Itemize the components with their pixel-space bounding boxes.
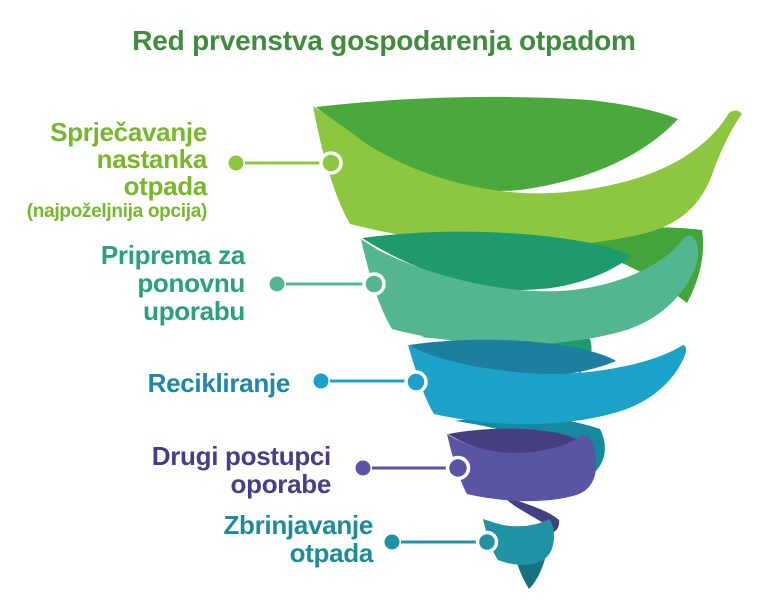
label-prevention-line-1: Sprječavanje [50,117,207,147]
label-prevention-line-2: nastanka [96,144,208,174]
band-recycling-front [408,345,687,425]
label-disposal: Zbrinjavanje otpada [0,511,373,567]
band-reuse-back [362,231,632,290]
connector-recycling [313,370,428,394]
page-title: Red prvenstva gospodarenja otpadom [132,25,636,56]
connector-recovery [355,455,471,481]
label-prevention-note: (najpoželjnija opcija) [26,201,208,222]
label-reuse-line-3: uporabu [143,296,245,326]
label-recycling-line-1: Recikliranje [147,368,291,398]
label-recycling: Recikliranje [0,368,291,398]
connector-recovery-ring [445,455,471,481]
label-recovery: Drugi postupci oporabe [0,441,332,499]
connector-recycling-ring [404,370,428,394]
connector-recycling-dot [313,373,329,389]
band-reuse-front [361,235,699,345]
band-recovery-front [447,434,596,502]
connector-reuse-ring [362,272,386,296]
label-disposal-line-1: Zbrinjavanje [223,510,373,540]
band-disposal-front [483,519,554,565]
connector-reuse [269,272,386,296]
connector-disposal-dot [384,534,400,550]
label-recovery-line-2: oporabe [230,469,332,499]
connector-prevention-dot [228,155,244,171]
label-prevention: Sprječavanje nastanka otpada (najpoželjn… [0,117,208,223]
connector-prevention [228,151,343,175]
label-recovery-line-1: Drugi postupci [151,441,332,471]
label-reuse: Priprema za ponovnu uporabu [0,241,245,325]
connector-disposal [384,530,499,554]
connector-disposal-ring [475,530,499,554]
label-reuse-line-1: Priprema za [100,240,245,270]
spiral-swath-3 [455,416,605,471]
connector-prevention-ring [319,151,343,175]
label-prevention-line-3: otpada [123,171,208,201]
label-reuse-line-2: ponovnu [137,268,245,298]
connector-reuse-dot [269,276,285,292]
label-disposal-line-2: otpada [289,538,374,568]
band-prevention-front [313,106,742,247]
connector-recovery-dot [355,460,371,476]
